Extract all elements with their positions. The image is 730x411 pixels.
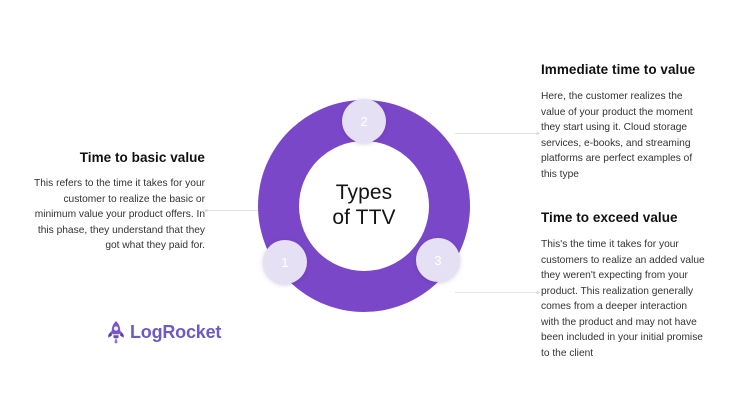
step-badge-1-label: 1 xyxy=(281,254,289,270)
step-badge-2[interactable]: 2 xyxy=(342,99,386,143)
donut-diagram: Types of TTV 1 2 3 xyxy=(258,99,470,312)
text-block-time-to-exceed-value: Time to exceed value This's the time it … xyxy=(541,210,706,361)
body-immediate-time-to-value: Here, the customer realizes the value of… xyxy=(541,91,693,180)
connector-line-right-bottom xyxy=(455,292,540,293)
rocket-icon xyxy=(108,321,124,344)
text-block-immediate-time-to-value: Immediate time to value Here, the custom… xyxy=(541,62,706,182)
logrocket-wordmark: LogRocket xyxy=(130,321,222,342)
connector-line-right-top xyxy=(455,133,540,134)
donut-center: Types of TTV xyxy=(299,141,429,271)
logrocket-logo: LogRocket xyxy=(105,320,221,344)
donut-center-title: Types of TTV xyxy=(332,181,395,231)
step-badge-2-label: 2 xyxy=(360,113,368,129)
heading-immediate-time-to-value: Immediate time to value xyxy=(541,62,696,77)
step-badge-3[interactable]: 3 xyxy=(416,238,460,282)
step-badge-3-label: 3 xyxy=(434,252,442,268)
body-time-to-basic-value: This refers to the time it takes for you… xyxy=(34,178,205,251)
connector-endpoint-right-top xyxy=(536,132,539,135)
heading-time-to-basic-value: Time to basic value xyxy=(79,150,205,165)
step-badge-1[interactable]: 1 xyxy=(263,240,307,284)
body-time-to-exceed-value: This's the time it takes for your custom… xyxy=(541,239,705,359)
connector-line-left xyxy=(205,210,280,211)
donut-center-title-line1: Types xyxy=(335,181,393,205)
donut-center-title-line2: of TTV xyxy=(332,206,396,229)
connector-endpoint-right-bottom xyxy=(536,291,539,294)
text-block-time-to-basic-value: Time to basic value This refers to the t… xyxy=(33,150,205,254)
heading-time-to-exceed-value: Time to exceed value xyxy=(541,210,678,225)
connector-endpoint-left xyxy=(205,209,208,212)
